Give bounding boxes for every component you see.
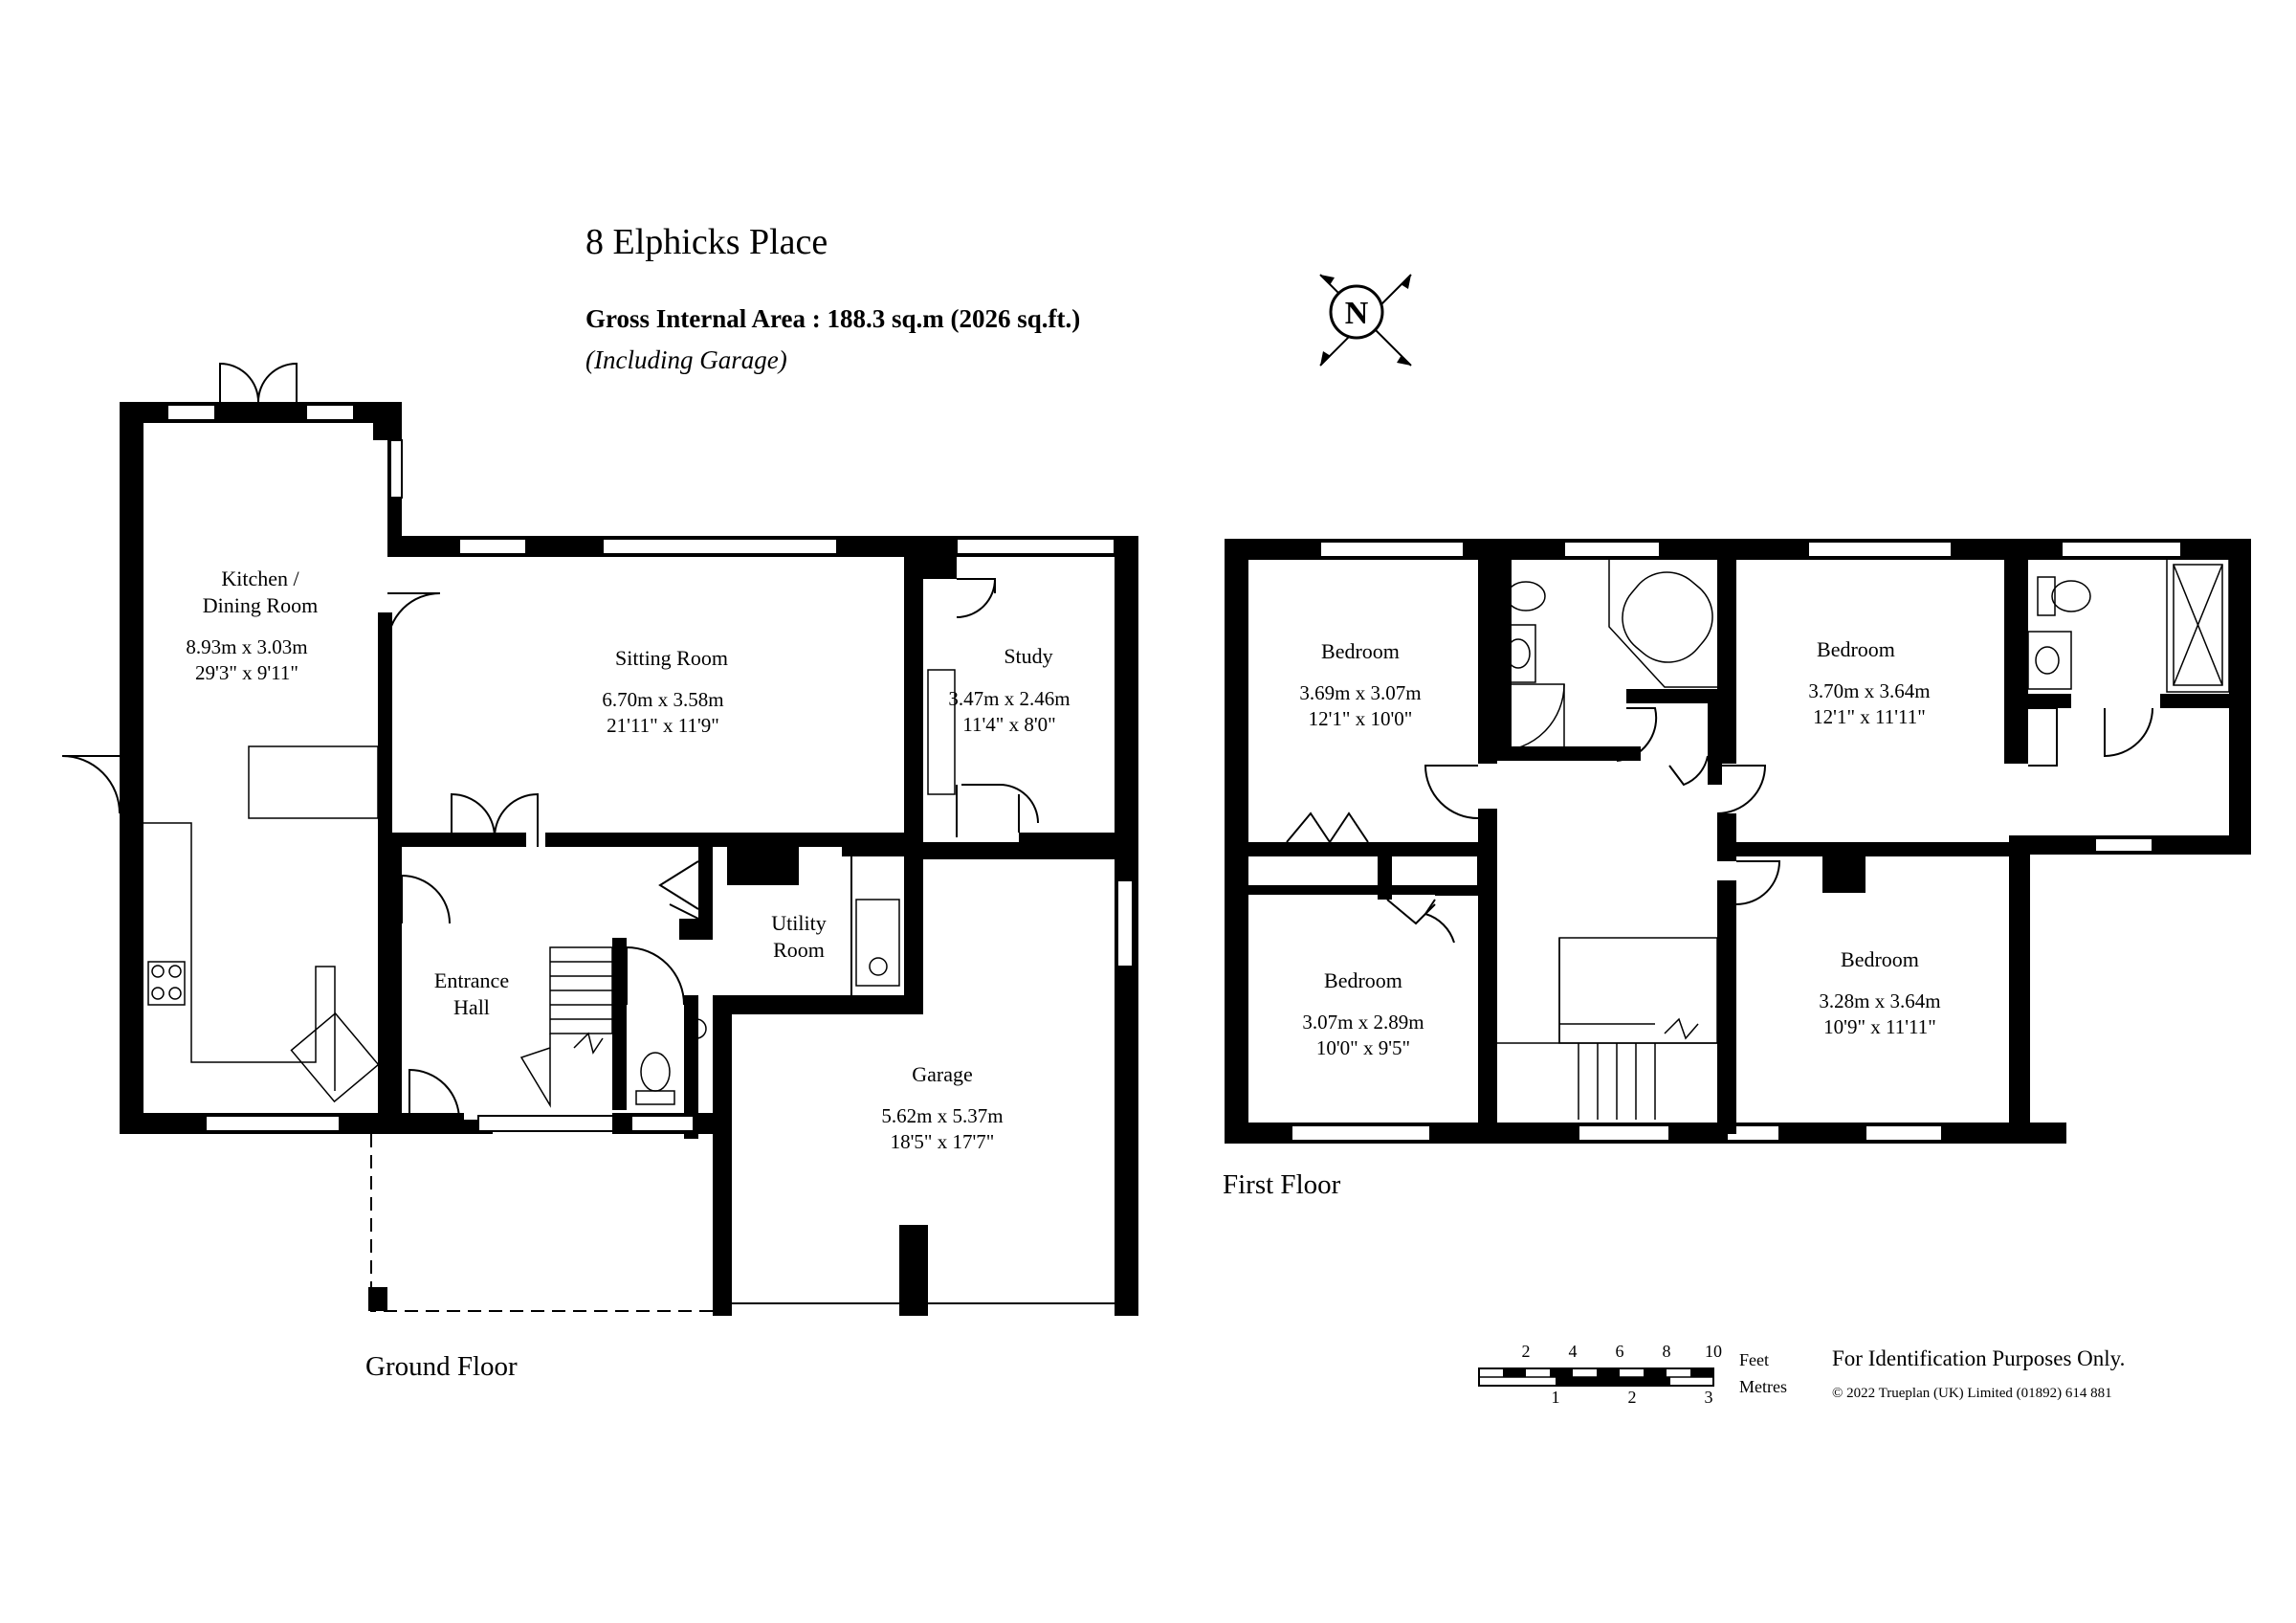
room-name: Garage	[912, 1062, 973, 1086]
room-bedroom-2: Bedroom 3.70m x 3.64m 12'1" x 11'11"	[1808, 637, 1930, 728]
scale-metre-tick: 1	[1552, 1388, 1560, 1407]
room-dimensions-imperial: 10'9" x 11'11"	[1823, 1015, 1936, 1038]
scale-feet-label: Feet	[1739, 1350, 1769, 1369]
room-sitting-room: Sitting Room 6.70m x 3.58m 21'11" x 11'9…	[602, 646, 728, 737]
room-dimensions-metric: 3.28m x 3.64m	[1819, 989, 1940, 1012]
gross-internal-area: Gross Internal Area : 188.3 sq.m (2026 s…	[585, 304, 1080, 333]
room-name: Utility	[771, 911, 826, 935]
room-name: Entrance	[434, 968, 509, 992]
room-study: Study 3.47m x 2.46m 11'4" x 8'0"	[948, 644, 1070, 736]
room-name: Hall	[453, 995, 490, 1019]
room-dimensions-imperial: 11'4" x 8'0"	[962, 713, 1055, 736]
first-floor-plan	[1225, 539, 2251, 1144]
room-dimensions-imperial: 29'3" x 9'11"	[195, 661, 298, 684]
room-name: Sitting Room	[615, 646, 728, 670]
including-garage-note: (Including Garage)	[585, 345, 787, 374]
room-name: Bedroom	[1841, 947, 1919, 971]
room-name: Bedroom	[1817, 637, 1895, 661]
room-bedroom-4: Bedroom 3.28m x 3.64m 10'9" x 11'11"	[1819, 947, 1940, 1038]
copyright-note: © 2022 Trueplan (UK) Limited (01892) 614…	[1832, 1386, 2112, 1401]
scale-bar: 2 4 6 8 10 1 2 3 Feet Metres	[1478, 1342, 1787, 1407]
scale-feet-tick: 6	[1616, 1342, 1624, 1361]
room-garage: Garage 5.62m x 5.37m 18'5" x 17'7"	[881, 1062, 1003, 1153]
room-name: Bedroom	[1324, 968, 1402, 992]
ground-floor-plan	[61, 362, 1138, 1316]
scale-metre-tick: 3	[1705, 1388, 1713, 1407]
room-bedroom-3: Bedroom 3.07m x 2.89m 10'0" x 9'5"	[1302, 968, 1424, 1059]
room-bedroom-1: Bedroom 3.69m x 3.07m 12'1" x 10'0"	[1299, 639, 1421, 730]
room-name: Study	[1004, 644, 1052, 668]
room-name: Room	[773, 938, 825, 962]
scale-feet-tick: 4	[1569, 1342, 1578, 1361]
room-utility: Utility Room	[771, 911, 826, 962]
room-name: Kitchen /	[221, 567, 299, 590]
room-dimensions-imperial: 12'1" x 11'11"	[1813, 705, 1926, 728]
room-dimensions-metric: 3.69m x 3.07m	[1299, 681, 1421, 704]
compass-north-label: N	[1345, 296, 1369, 331]
room-name: Dining Room	[203, 593, 318, 617]
scale-feet-tick: 8	[1663, 1342, 1671, 1361]
room-dimensions-imperial: 12'1" x 10'0"	[1309, 707, 1413, 730]
ground-floor-label: Ground Floor	[365, 1351, 518, 1382]
room-name: Bedroom	[1321, 639, 1400, 663]
room-dimensions-metric: 6.70m x 3.58m	[602, 688, 723, 711]
room-dimensions-metric: 5.62m x 5.37m	[881, 1104, 1003, 1127]
room-dimensions-metric: 3.70m x 3.64m	[1808, 679, 1930, 702]
room-dimensions-metric: 3.47m x 2.46m	[948, 687, 1070, 710]
north-compass-icon: N	[1319, 274, 1412, 367]
room-dimensions-imperial: 18'5" x 17'7"	[891, 1130, 995, 1153]
identification-note: For Identification Purposes Only.	[1832, 1346, 2125, 1370]
property-title: 8 Elphicks Place	[585, 222, 828, 262]
scale-metres-label: Metres	[1739, 1377, 1787, 1396]
scale-feet-tick: 2	[1522, 1342, 1531, 1361]
scale-feet-tick: 10	[1705, 1342, 1722, 1361]
room-entrance-hall: Entrance Hall	[434, 968, 509, 1019]
room-dimensions-imperial: 21'11" x 11'9"	[607, 714, 719, 737]
first-floor-label: First Floor	[1223, 1169, 1341, 1200]
room-dimensions-metric: 3.07m x 2.89m	[1302, 1011, 1424, 1034]
room-dimensions-metric: 8.93m x 3.03m	[186, 635, 307, 658]
scale-metre-tick: 2	[1628, 1388, 1637, 1407]
room-kitchen-dining: Kitchen / Dining Room 8.93m x 3.03m 29'3…	[186, 567, 318, 684]
room-dimensions-imperial: 10'0" x 9'5"	[1316, 1036, 1410, 1059]
